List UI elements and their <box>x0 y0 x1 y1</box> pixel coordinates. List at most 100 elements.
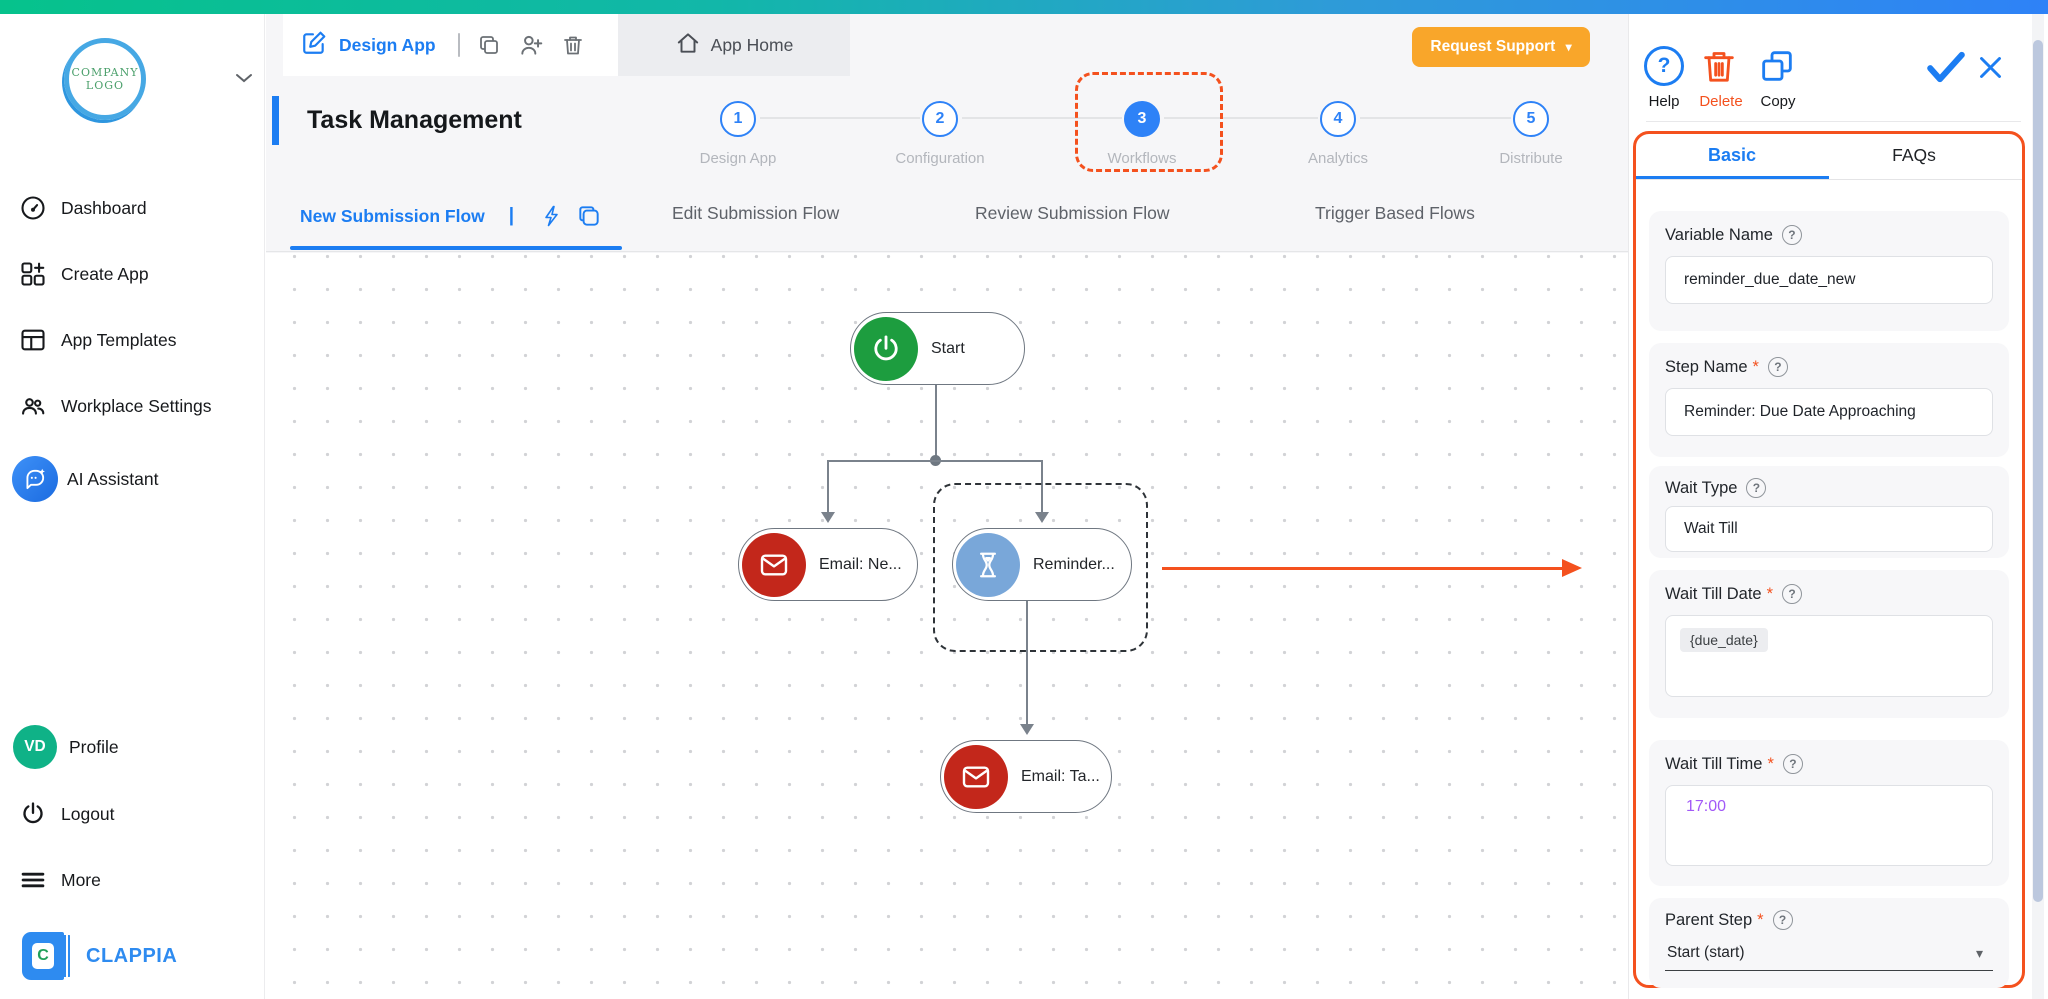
tab-trigger-based-flows[interactable]: Trigger Based Flows <box>1315 203 1475 224</box>
step-3-circle[interactable]: 3 <box>1124 101 1160 137</box>
step-5-circle[interactable]: 5 <box>1513 101 1549 137</box>
variable-name-input[interactable]: reminder_due_date_new <box>1665 256 1993 304</box>
toolbar-divider <box>457 33 460 57</box>
sidebar-item-label: AI Assistant <box>67 468 159 489</box>
lightning-bolt-icon[interactable] <box>540 203 564 229</box>
sidebar: COMPANY LOGO Dashboard Create App App Te… <box>0 14 265 999</box>
step-name-input[interactable]: Reminder: Due Date Approaching <box>1665 388 1993 436</box>
wait-type-label-row: Wait Type ? <box>1665 478 1993 498</box>
workspace-chevron-down-icon[interactable] <box>232 66 256 95</box>
sidebar-item-label: Profile <box>69 736 119 757</box>
step-name-label: Step Name <box>1665 357 1748 376</box>
selected-node-dashed-outline <box>933 483 1148 652</box>
design-app-label[interactable]: Design App <box>339 34 436 55</box>
help-icon[interactable]: ? <box>1644 46 1684 86</box>
wait-till-time-help-icon[interactable]: ? <box>1782 754 1803 774</box>
wait-type-help-icon[interactable]: ? <box>1746 478 1767 498</box>
stepper-connector <box>760 117 920 119</box>
sidebar-item-ai-assistant[interactable]: AI Assistant <box>0 451 265 507</box>
app-templates-icon <box>18 325 48 355</box>
parent-step-help-icon[interactable]: ? <box>1772 910 1793 930</box>
copy-step-icon[interactable] <box>1757 46 1797 91</box>
field-card-wait-till-date: Wait Till Date * ? {due_date} <box>1649 570 2009 718</box>
node-start[interactable]: Start <box>850 312 1025 385</box>
request-support-caret-icon: ▾ <box>1565 40 1572 54</box>
panel-tabs-border <box>1636 179 2022 180</box>
variable-name-help-icon[interactable]: ? <box>1781 225 1802 245</box>
email-envelope-icon <box>742 532 806 597</box>
company-logo-text: COMPANY <box>71 66 139 79</box>
node-email-new[interactable]: Email: Ne... <box>738 528 918 601</box>
wait-till-date-label-row: Wait Till Date * ? <box>1665 584 1993 604</box>
step-config-panel: ? Help Delete Copy Basic FAQs Variable N… <box>1628 14 2048 999</box>
step-4-label: Analytics <box>1307 150 1369 167</box>
variable-name-label-row: Variable Name ? <box>1665 225 1993 245</box>
design-app-edit-icon[interactable] <box>301 30 327 61</box>
add-user-icon[interactable] <box>518 32 544 58</box>
sidebar-item-logout[interactable]: Logout <box>0 786 265 842</box>
tab-edit-submission-flow[interactable]: Edit Submission Flow <box>672 203 839 224</box>
step-2-circle[interactable]: 2 <box>922 101 958 137</box>
sidebar-item-dashboard[interactable]: Dashboard <box>0 180 265 236</box>
node-reminder-wait[interactable]: Reminder... <box>952 528 1132 601</box>
tab-faqs[interactable]: FAQs <box>1892 145 1936 165</box>
delete-step-icon[interactable] <box>1699 44 1739 93</box>
wait-type-label: Wait Type <box>1665 478 1738 497</box>
active-flow-tab-underline <box>290 246 622 250</box>
workplace-settings-icon <box>18 391 48 421</box>
tab-new-submission-flow[interactable]: New Submission Flow | <box>300 203 602 229</box>
sidebar-item-label: Logout <box>61 803 115 824</box>
panel-scrollbar-thumb[interactable] <box>2033 40 2043 902</box>
step-1-circle[interactable]: 1 <box>720 101 756 137</box>
app-home-label: App Home <box>710 34 794 55</box>
due-date-variable-chip[interactable]: {due_date} <box>1680 628 1768 652</box>
wait-till-time-input[interactable]: 17:00 <box>1665 785 1993 866</box>
design-app-toolbar: Design App <box>283 14 618 76</box>
company-logo[interactable]: COMPANY LOGO <box>64 38 146 120</box>
tab-app-home[interactable]: App Home <box>618 14 850 76</box>
parent-step-select[interactable]: Start (start) ▾ <box>1665 944 1993 971</box>
connector-to-reminder <box>1041 460 1043 513</box>
required-asterisk: * <box>1766 584 1773 603</box>
field-card-parent-step: Parent Step * ? Start (start) ▾ <box>1649 898 2009 988</box>
delete-app-icon[interactable] <box>561 33 585 57</box>
sidebar-item-more[interactable]: More <box>0 852 265 908</box>
copy-app-icon[interactable] <box>477 33 501 57</box>
workflow-canvas[interactable] <box>266 253 1628 999</box>
tab-basic[interactable]: Basic <box>1707 145 1757 165</box>
delete-label[interactable]: Delete <box>1699 93 1743 110</box>
sidebar-item-label: Create App <box>61 263 149 284</box>
help-label[interactable]: Help <box>1648 93 1680 110</box>
field-card-wait-till-time: Wait Till Time * ? 17:00 <box>1649 740 2009 886</box>
clappia-brand[interactable]: C CLAPPIA <box>0 926 265 986</box>
wait-type-select[interactable]: Wait Till <box>1665 506 1993 552</box>
wait-till-date-input[interactable]: {due_date} <box>1665 615 1993 697</box>
sidebar-item-profile[interactable]: VD Profile <box>0 719 265 775</box>
title-accent-bar <box>272 96 279 145</box>
wait-till-date-help-icon[interactable]: ? <box>1782 584 1802 604</box>
step-2-label: Configuration <box>895 150 985 167</box>
connector-to-email2 <box>1026 601 1028 725</box>
request-support-button[interactable]: Request Support ▾ <box>1412 27 1590 67</box>
sidebar-item-label: More <box>61 869 101 890</box>
sidebar-item-create-app[interactable]: Create App <box>0 246 265 302</box>
wait-till-time-label: Wait Till Time <box>1665 754 1763 773</box>
sidebar-item-app-templates[interactable]: App Templates <box>0 312 265 368</box>
wait-till-date-label: Wait Till Date <box>1665 584 1762 603</box>
copy-label[interactable]: Copy <box>1760 93 1796 110</box>
step-4-circle[interactable]: 4 <box>1320 101 1356 137</box>
more-hamburger-icon <box>18 865 48 895</box>
sidebar-item-workplace-settings[interactable]: Workplace Settings <box>0 378 265 434</box>
close-icon[interactable] <box>1977 54 2004 86</box>
active-step-dashed-outline <box>1075 72 1223 172</box>
company-logo-text2: LOGO <box>85 79 125 92</box>
clappia-brand-text: CLAPPIA <box>86 944 178 967</box>
chevron-down-icon: ▾ <box>1975 944 1983 961</box>
tab-review-submission-flow[interactable]: Review Submission Flow <box>975 203 1170 224</box>
step-name-help-icon[interactable]: ? <box>1767 357 1788 377</box>
copy-flow-icon[interactable] <box>576 203 602 229</box>
selection-pointer-arrow <box>1162 567 1566 570</box>
node-email-task[interactable]: Email: Ta... <box>940 740 1112 813</box>
confirm-check-icon[interactable] <box>1925 50 1967 89</box>
clappia-logo-letter: C <box>32 943 54 969</box>
